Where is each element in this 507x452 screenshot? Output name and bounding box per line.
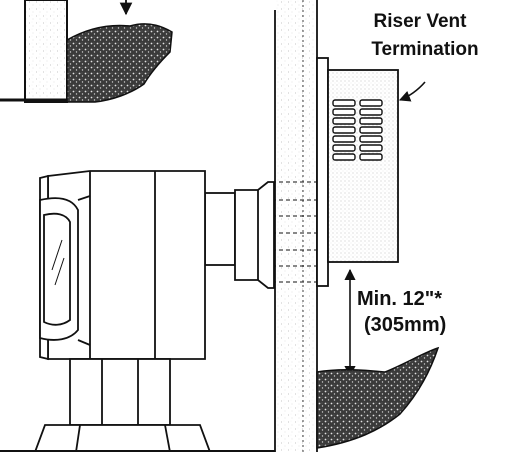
- riser-vent-termination: [316, 57, 426, 287]
- wall-section: [275, 0, 317, 452]
- stove-vent-outlet: [204, 192, 236, 266]
- pellet-stove: [34, 170, 275, 452]
- termination-louvers: [332, 99, 383, 161]
- clearance-label: Min. 12"*: [357, 288, 443, 310]
- stove-pedestal: [69, 358, 171, 426]
- exterior-ground-gravel: [316, 346, 440, 449]
- upper-left-inset: [0, 0, 173, 103]
- inset-ground-gravel: [66, 23, 173, 103]
- termination-leader: [398, 81, 426, 102]
- vent-pipe-hidden: [272, 181, 322, 283]
- stove-base: [34, 424, 211, 452]
- building-wall: [274, 0, 318, 452]
- stove-glass: [43, 212, 71, 326]
- termination-box: [327, 69, 399, 263]
- inset-wall: [24, 0, 68, 103]
- termination-wall-plate: [316, 57, 329, 287]
- clearance-metric-label: (305mm): [364, 314, 447, 336]
- vent-adapter-flange: [234, 181, 275, 289]
- termination-label: Termination: [371, 39, 479, 60]
- riser-vent-label: Riser Vent: [373, 11, 467, 32]
